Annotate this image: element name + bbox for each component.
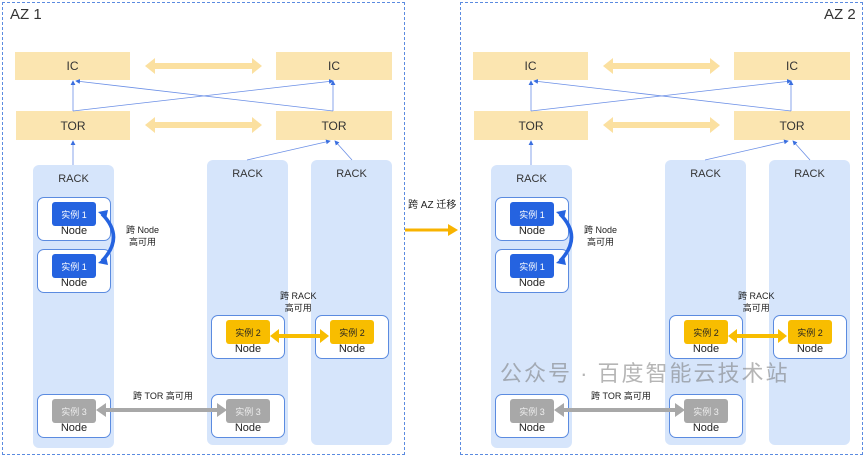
- node-label: Node: [692, 422, 720, 434]
- node-label: Node: [234, 343, 262, 355]
- tor-switch: TOR: [734, 111, 850, 140]
- ic-switch: IC: [734, 52, 850, 80]
- node-label: Node: [518, 422, 546, 434]
- node-label: Node: [518, 225, 546, 237]
- node-label: Node: [692, 343, 720, 355]
- instance-3: 实例 3: [226, 399, 270, 423]
- instance-1: 实例 1: [510, 202, 554, 226]
- instance-2: 实例 2: [788, 320, 832, 344]
- instance-2: 实例 2: [684, 320, 728, 344]
- rack-label: RACK: [516, 173, 547, 185]
- node-label: Node: [60, 225, 88, 237]
- rack: RACK: [311, 160, 392, 445]
- ic-switch: IC: [276, 52, 392, 80]
- ic-switch: IC: [15, 52, 130, 80]
- rack-label: RACK: [690, 168, 721, 180]
- rack-label: RACK: [232, 168, 263, 180]
- rack: RACK: [769, 160, 850, 445]
- az-label: AZ 2: [824, 6, 856, 23]
- node-label: Node: [796, 343, 824, 355]
- instance-3: 实例 3: [52, 399, 96, 423]
- node-label: Node: [60, 422, 88, 434]
- node-label: Node: [60, 277, 88, 289]
- az-zone: [2, 2, 405, 455]
- instance-1: 实例 1: [510, 254, 554, 278]
- az-label: AZ 1: [10, 6, 42, 23]
- node-label: Node: [234, 422, 262, 434]
- instance-1: 实例 1: [52, 202, 96, 226]
- cross-tor-label: 跨 TOR 高可用: [591, 391, 651, 401]
- tor-switch: TOR: [276, 111, 392, 140]
- watermark: 公众号 · 百度智能云技术站: [500, 361, 790, 386]
- rack-label: RACK: [794, 168, 825, 180]
- cross-tor-label: 跨 TOR 高可用: [133, 391, 193, 401]
- instance-1: 实例 1: [52, 254, 96, 278]
- migration-label: 跨 AZ 迁移: [408, 200, 457, 211]
- node-label: Node: [338, 343, 366, 355]
- az-zone: [460, 2, 863, 455]
- rack-label: RACK: [58, 173, 89, 185]
- tor-switch: TOR: [16, 111, 130, 140]
- instance-3: 实例 3: [684, 399, 728, 423]
- tor-switch: TOR: [474, 111, 588, 140]
- rack-label: RACK: [336, 168, 367, 180]
- ic-switch: IC: [473, 52, 588, 80]
- instance-2: 实例 2: [330, 320, 374, 344]
- instance-2: 实例 2: [226, 320, 270, 344]
- node-label: Node: [518, 277, 546, 289]
- instance-3: 实例 3: [510, 399, 554, 423]
